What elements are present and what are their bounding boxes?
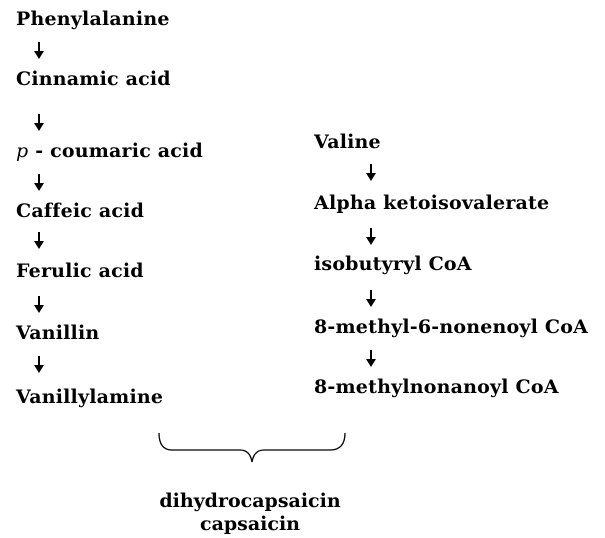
node-cinnamic-acid: Cinnamic acid	[16, 68, 171, 90]
node-vanillylamine: Vanillylamine	[16, 386, 164, 408]
node-phenylalanine: Phenylalanine	[16, 8, 170, 30]
arrow-down-icon	[366, 228, 376, 245]
product-capsaicin: capsaicin	[200, 513, 300, 535]
arrow-down-icon	[366, 164, 376, 181]
arrow-down-icon	[366, 290, 376, 307]
arrow-down-icon	[34, 174, 44, 191]
node-p-coumaric-label: - coumaric acid	[28, 140, 203, 162]
node-p-coumaric-acid: p - coumaric acid	[16, 140, 203, 162]
arrow-down-icon	[34, 42, 44, 59]
arrow-down-icon	[34, 296, 44, 313]
node-8-methyl-6-nonenoyl-coa: 8-methyl-6-nonenoyl CoA	[314, 316, 589, 338]
node-8-methylnonanoyl-coa: 8-methylnonanoyl CoA	[314, 376, 559, 398]
node-alpha-ketoisovalerate: Alpha ketoisovalerate	[314, 192, 550, 214]
arrow-down-icon	[34, 114, 44, 131]
product-dihydrocapsaicin: dihydrocapsaicin	[159, 490, 341, 512]
node-p-coumaric-prefix: p	[16, 140, 29, 162]
node-vanillin: Vanillin	[16, 322, 100, 344]
convergence-brace	[158, 432, 346, 463]
arrow-down-icon	[34, 232, 44, 249]
node-caffeic-acid: Caffeic acid	[16, 200, 145, 222]
arrow-down-icon	[366, 350, 376, 367]
node-isobutyryl-coa: isobutyryl CoA	[314, 253, 472, 275]
node-valine: Valine	[314, 131, 381, 153]
node-ferulic-acid: Ferulic acid	[16, 260, 144, 282]
arrow-down-icon	[34, 356, 44, 373]
